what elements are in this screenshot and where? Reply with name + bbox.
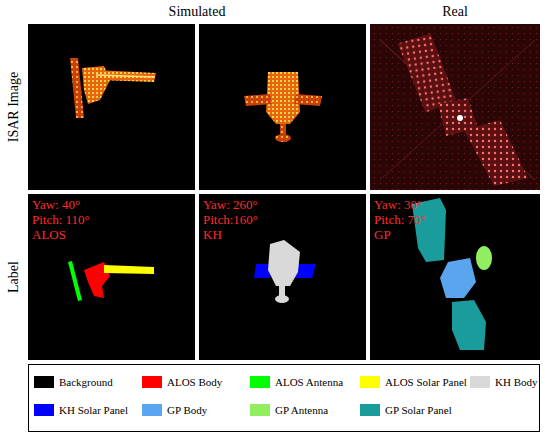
pose-label: Yaw: 40° [32, 198, 80, 212]
legend-item: GP Antenna [250, 404, 328, 416]
legend-swatch [250, 376, 270, 388]
legend-text: GP Body [167, 404, 207, 416]
pose-label: KH [203, 228, 222, 242]
legend-swatch [470, 376, 490, 388]
legend-item: Background [34, 376, 113, 388]
legend-item: KH Solar Panel [34, 404, 128, 416]
image-panel [199, 24, 366, 190]
column-header: Simulated [169, 4, 226, 19]
row-label: Label [6, 261, 21, 293]
legend-item: ALOS Solar Panel [360, 376, 467, 388]
legend-swatch [34, 376, 54, 388]
legend-item: KH Body [470, 376, 537, 388]
column-header: Real [442, 4, 468, 19]
label-panel [370, 194, 540, 360]
legend-text: Background [59, 376, 113, 388]
row-label: ISAR Image [6, 72, 21, 142]
pose-label: Yaw: 260° [203, 198, 258, 212]
legend-swatch [360, 404, 380, 416]
alos-isar [70, 58, 156, 118]
legend-swatch [34, 404, 54, 416]
pose-label: Pitch: 70° [374, 213, 426, 227]
legend-item: GP Body [142, 404, 207, 416]
legend-item: GP Solar Panel [360, 404, 452, 416]
legend-text: KH Solar Panel [59, 404, 128, 416]
kh-label [254, 240, 316, 303]
legend-text: ALOS Antenna [275, 376, 343, 388]
legend-text: ALOS Solar Panel [385, 376, 467, 388]
pose-label: Pitch:160° [203, 213, 258, 227]
gp-isar [380, 31, 535, 186]
pose-label: ALOS [32, 228, 66, 242]
image-panel [370, 24, 540, 190]
legend-swatch [142, 404, 162, 416]
legend-item: ALOS Body [142, 376, 222, 388]
image-panel [28, 24, 195, 190]
label-panel [28, 194, 195, 360]
legend-text: KH Body [495, 376, 537, 388]
kh-isar [244, 72, 322, 142]
legend-swatch [142, 376, 162, 388]
legend-frame [29, 365, 540, 432]
pose-label: Pitch: 110° [32, 213, 90, 227]
alos-label [68, 261, 154, 301]
pose-label: GP [374, 228, 391, 242]
pose-label: Yaw: 30° [374, 198, 422, 212]
label-panel [199, 194, 366, 360]
legend-swatch [250, 404, 270, 416]
legend-text: GP Antenna [275, 404, 328, 416]
legend-swatch [360, 376, 380, 388]
legend-text: GP Solar Panel [385, 404, 452, 416]
legend-text: ALOS Body [167, 376, 222, 388]
legend-item: ALOS Antenna [250, 376, 343, 388]
